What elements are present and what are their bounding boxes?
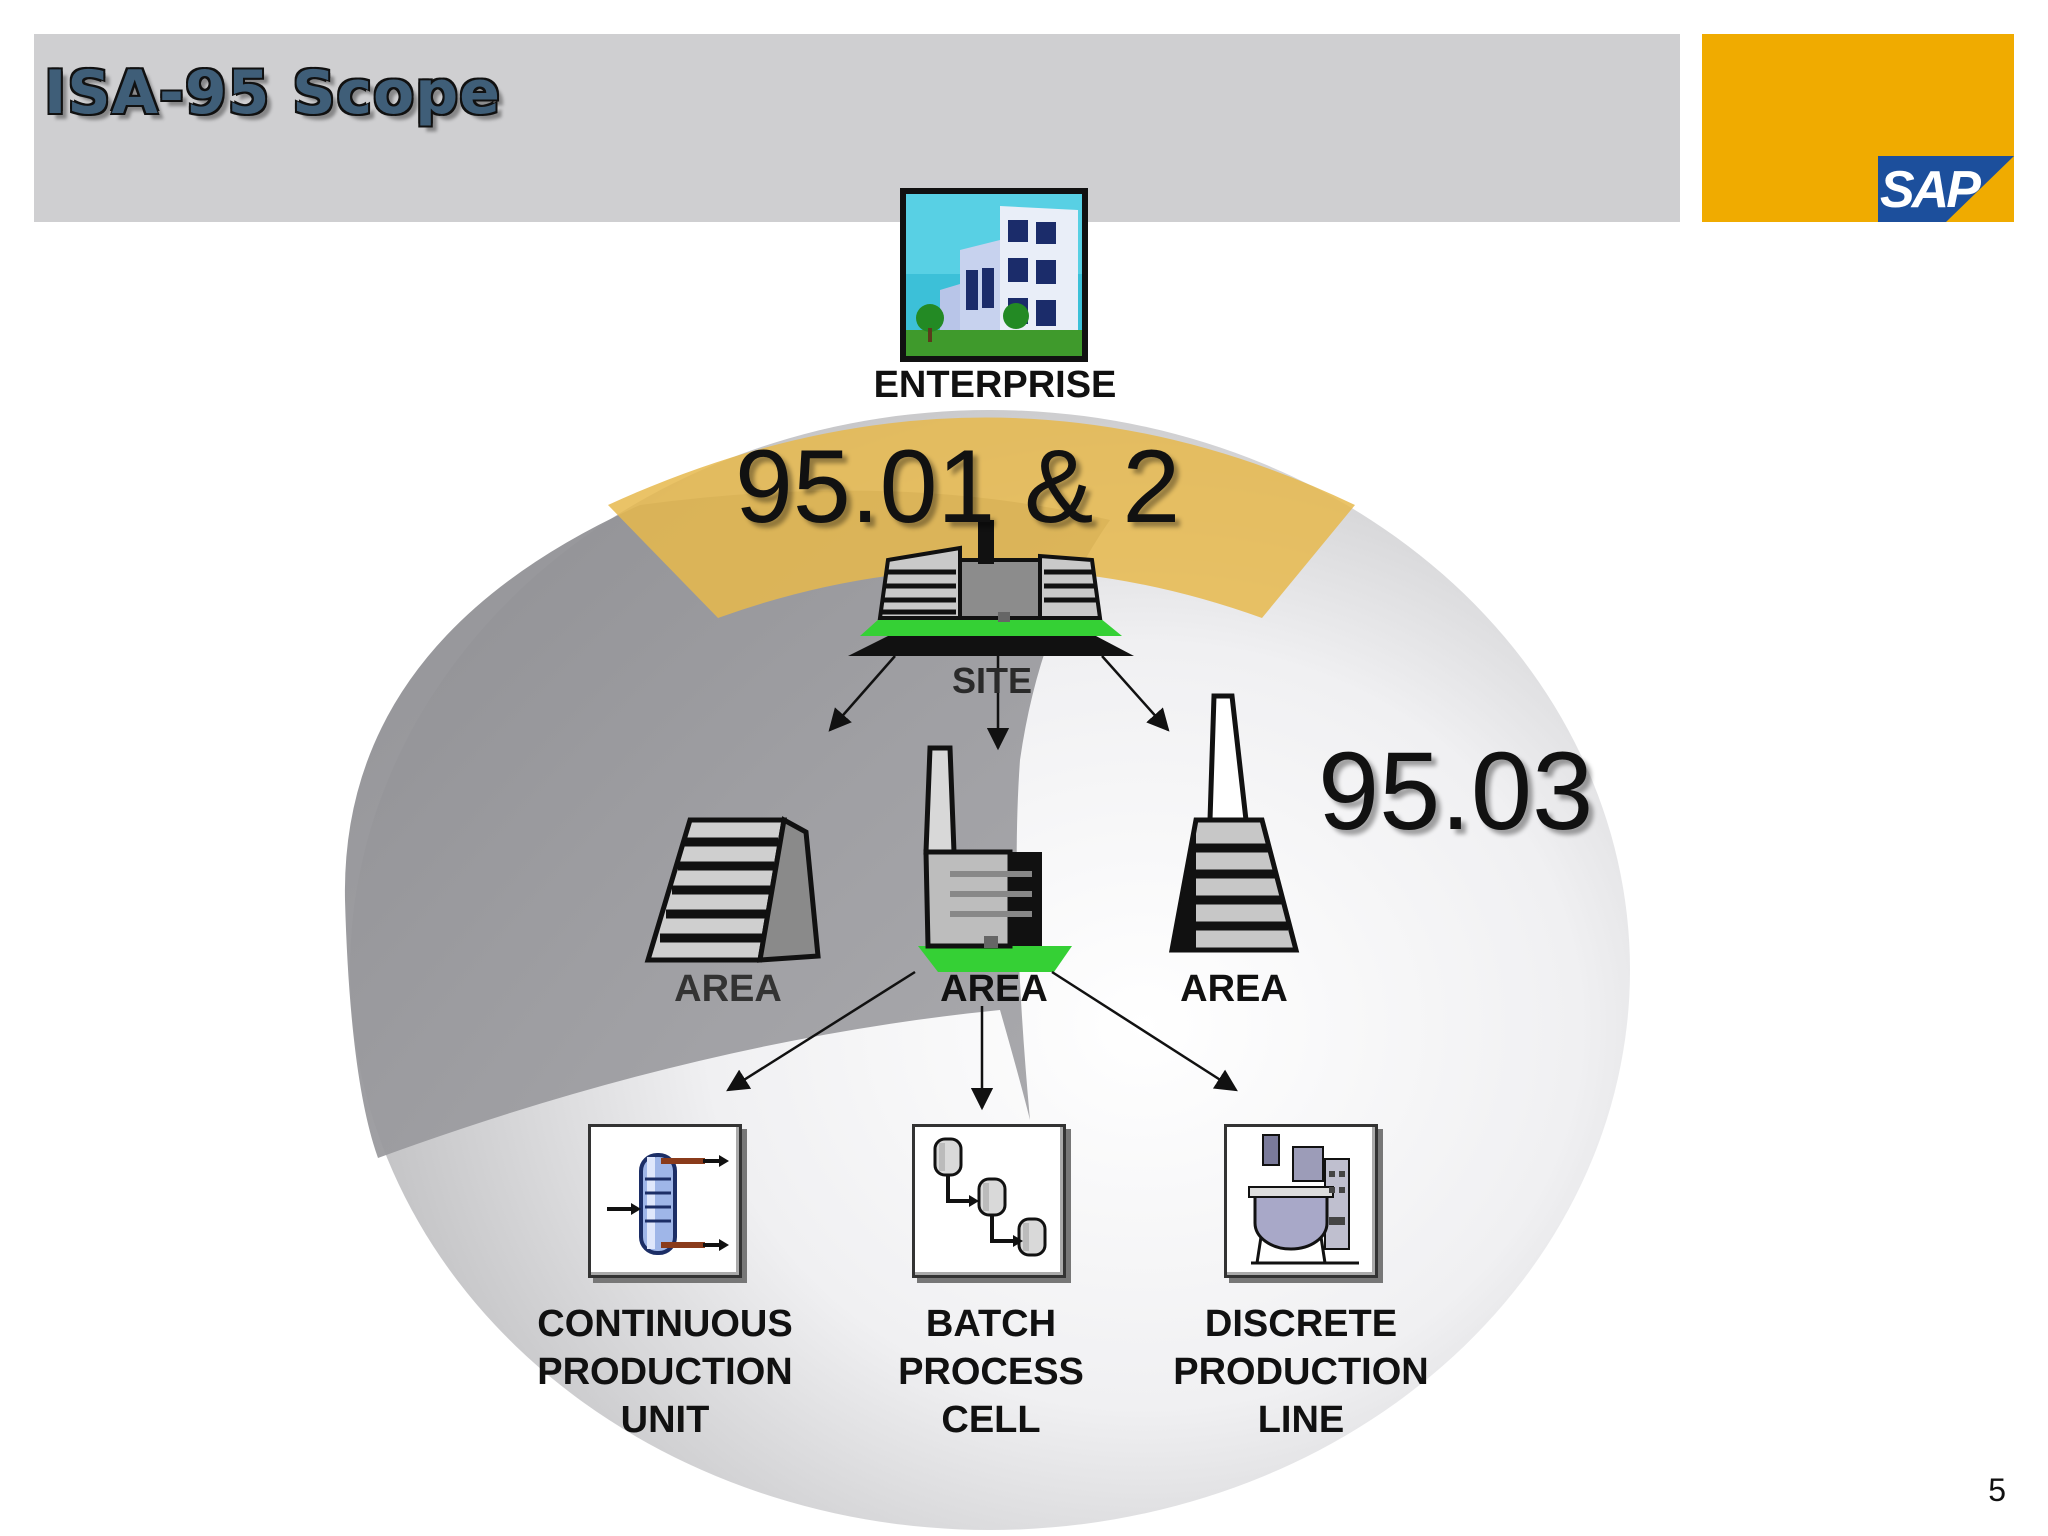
slide-title: ISA-95 Scope: [44, 58, 501, 128]
reactor-equipment-icon: [1248, 1134, 1359, 1265]
unit-label-discrete: DISCRETE PRODUCTION LINE: [1173, 1303, 1429, 1441]
unit-label-continuous: CONTINUOUS PRODUCTION UNIT: [537, 1303, 793, 1441]
smokestack-tower-icon: [1168, 693, 1300, 953]
hierarchy-arrows: [726, 655, 1238, 1111]
enterprise-label: ENTERPRISE: [873, 364, 1117, 406]
scope-95-01-02-label: 95.01 & 2: [735, 429, 1181, 545]
distillation-column-icon: [607, 1153, 729, 1255]
scope-95-03-label: 95.03: [1318, 730, 1594, 853]
area-label-1: AREA: [674, 968, 782, 1010]
continuous-unit-box: [588, 1124, 742, 1278]
batch-vessels-icon: [933, 1137, 1047, 1257]
unit-label-batch: BATCH PROCESS CELL: [898, 1303, 1084, 1441]
office-building-icon: [644, 816, 821, 963]
area-label-2: AREA: [940, 968, 1048, 1010]
site-factory-icon: [848, 520, 1134, 656]
arrow-area-to-unit-3: [1051, 970, 1238, 1092]
factory-icon: [918, 745, 1072, 972]
arrow-site-to-area-1: [828, 655, 896, 732]
site-label: SITE: [951, 660, 1032, 701]
arrow-area-to-unit-1: [726, 970, 916, 1092]
arrow-site-to-area-3: [1101, 655, 1170, 732]
sap-logo-text: SAP: [1880, 161, 1981, 219]
area-label-3: AREA: [1180, 968, 1288, 1010]
enterprise-building-icon: [900, 188, 1088, 362]
page-number: 5: [1988, 1472, 2006, 1508]
batch-cell-box: [912, 1124, 1066, 1278]
title-bar: [34, 34, 1680, 222]
scope-band: [608, 417, 1355, 618]
discrete-line-box: [1224, 1124, 1378, 1278]
